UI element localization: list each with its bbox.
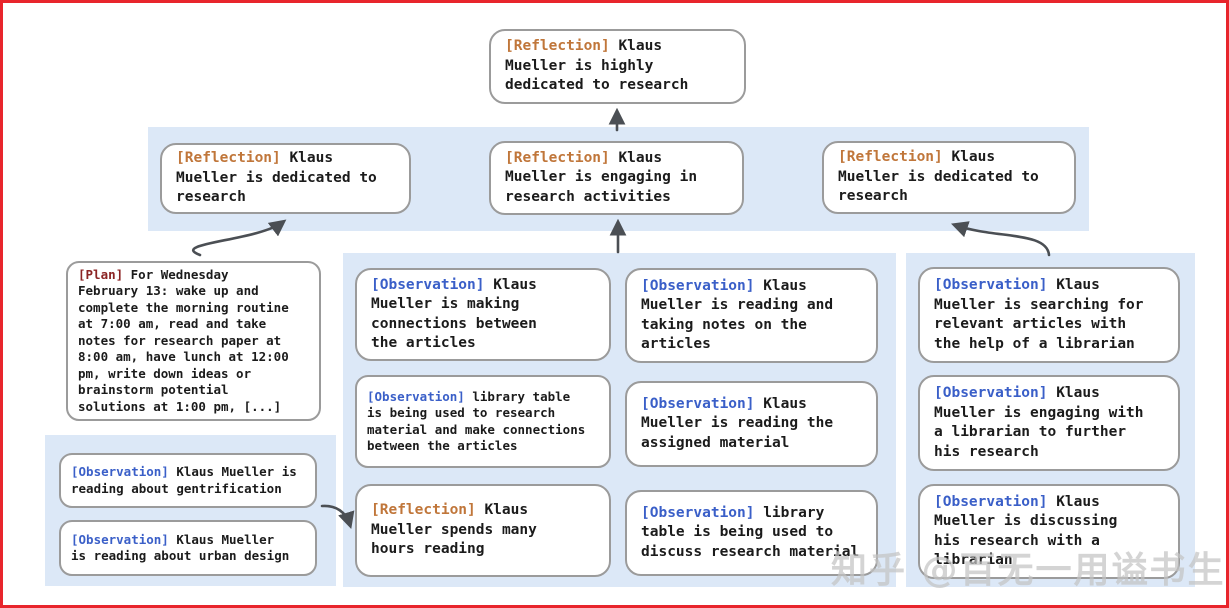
node-observation-engaging-librarian: [Observation]Klaus Mueller is engaging w… xyxy=(918,375,1180,471)
node-text: Klaus Mueller is highly dedicated to res… xyxy=(505,38,689,94)
observation-tag: [Observation] xyxy=(934,385,1048,401)
node-plan: [Plan]For Wednesday February 13: wake up… xyxy=(66,261,321,421)
plan-tag: [Plan] xyxy=(78,266,124,282)
observation-tag: [Observation] xyxy=(641,277,755,294)
node-text: Klaus Mueller is discussing his research… xyxy=(934,493,1118,569)
node-observation-taking-notes: [Observation]Klaus Mueller is reading an… xyxy=(625,268,878,363)
observation-tag: [Observation] xyxy=(367,388,465,404)
node-observation-connections: [Observation]Klaus Mueller is making con… xyxy=(355,268,611,361)
reflection-tag: [Reflection] xyxy=(505,149,610,166)
observation-tag: [Observation] xyxy=(71,464,169,479)
node-observation-table-research: [Observation]library table is being used… xyxy=(355,375,611,468)
node-reflection-hours-reading: [Reflection]Klaus Mueller spends many ho… xyxy=(355,484,611,577)
node-observation-discussing-research: [Observation]Klaus Mueller is discussing… xyxy=(918,484,1180,579)
observation-tag: [Observation] xyxy=(641,395,755,412)
node-observation-searching-articles: [Observation]Klaus Mueller is searching … xyxy=(918,267,1180,363)
watermark: 知乎 @百无一用谥书生 xyxy=(831,550,1226,591)
node-text: Klaus Mueller is searching for relevant … xyxy=(934,277,1144,352)
node-text: Klaus Mueller is dedicated to research xyxy=(176,150,377,206)
node-observation-urban-design: [Observation]Klaus Mueller is reading ab… xyxy=(59,520,317,576)
node-text: library table is being used to discuss r… xyxy=(641,504,860,560)
node-text: Klaus Mueller is dedicated to research xyxy=(838,149,1039,205)
node-text: Klaus Mueller is reading about urban des… xyxy=(71,531,290,564)
observation-tag: [Observation] xyxy=(934,493,1048,510)
node-text: For Wednesday February 13: wake up and c… xyxy=(78,266,289,414)
node-text: library table is being used to research … xyxy=(367,388,586,454)
node-text: Klaus Mueller spends many hours reading xyxy=(371,502,537,558)
node-reflection-root: [Reflection]Klaus Mueller is highly dedi… xyxy=(489,29,746,104)
node-reflection-right: [Reflection]Klaus Mueller is dedicated t… xyxy=(822,141,1076,214)
node-reflection-left: [Reflection]Klaus Mueller is dedicated t… xyxy=(160,143,411,214)
node-text: Klaus Mueller is making connections betw… xyxy=(371,276,537,352)
node-reflection-middle: [Reflection]Klaus Mueller is engaging in… xyxy=(489,141,744,215)
node-text: Klaus Mueller is engaging in research ac… xyxy=(505,149,698,205)
observation-tag: [Observation] xyxy=(641,504,755,521)
node-observation-assigned-material: [Observation]Klaus Mueller is reading th… xyxy=(625,381,878,467)
node-observation-table-discuss: [Observation]library table is being used… xyxy=(625,490,878,576)
node-text: Klaus Mueller is reading the assigned ma… xyxy=(641,395,834,451)
reflection-tag: [Reflection] xyxy=(176,150,281,167)
node-text: Klaus Mueller is reading and taking note… xyxy=(641,277,834,353)
observation-tag: [Observation] xyxy=(71,531,169,547)
node-text: Klaus Mueller is engaging with a librari… xyxy=(934,385,1144,460)
reflection-tag: [Reflection] xyxy=(371,502,476,519)
node-observation-gentrification: [Observation]Klaus Mueller is reading ab… xyxy=(59,453,317,508)
reflection-tag: [Reflection] xyxy=(838,149,943,166)
observation-tag: [Observation] xyxy=(371,276,485,293)
node-text: Klaus Mueller is reading about gentrific… xyxy=(71,464,297,496)
observation-tag: [Observation] xyxy=(934,277,1048,293)
reflection-tag: [Reflection] xyxy=(505,38,610,55)
